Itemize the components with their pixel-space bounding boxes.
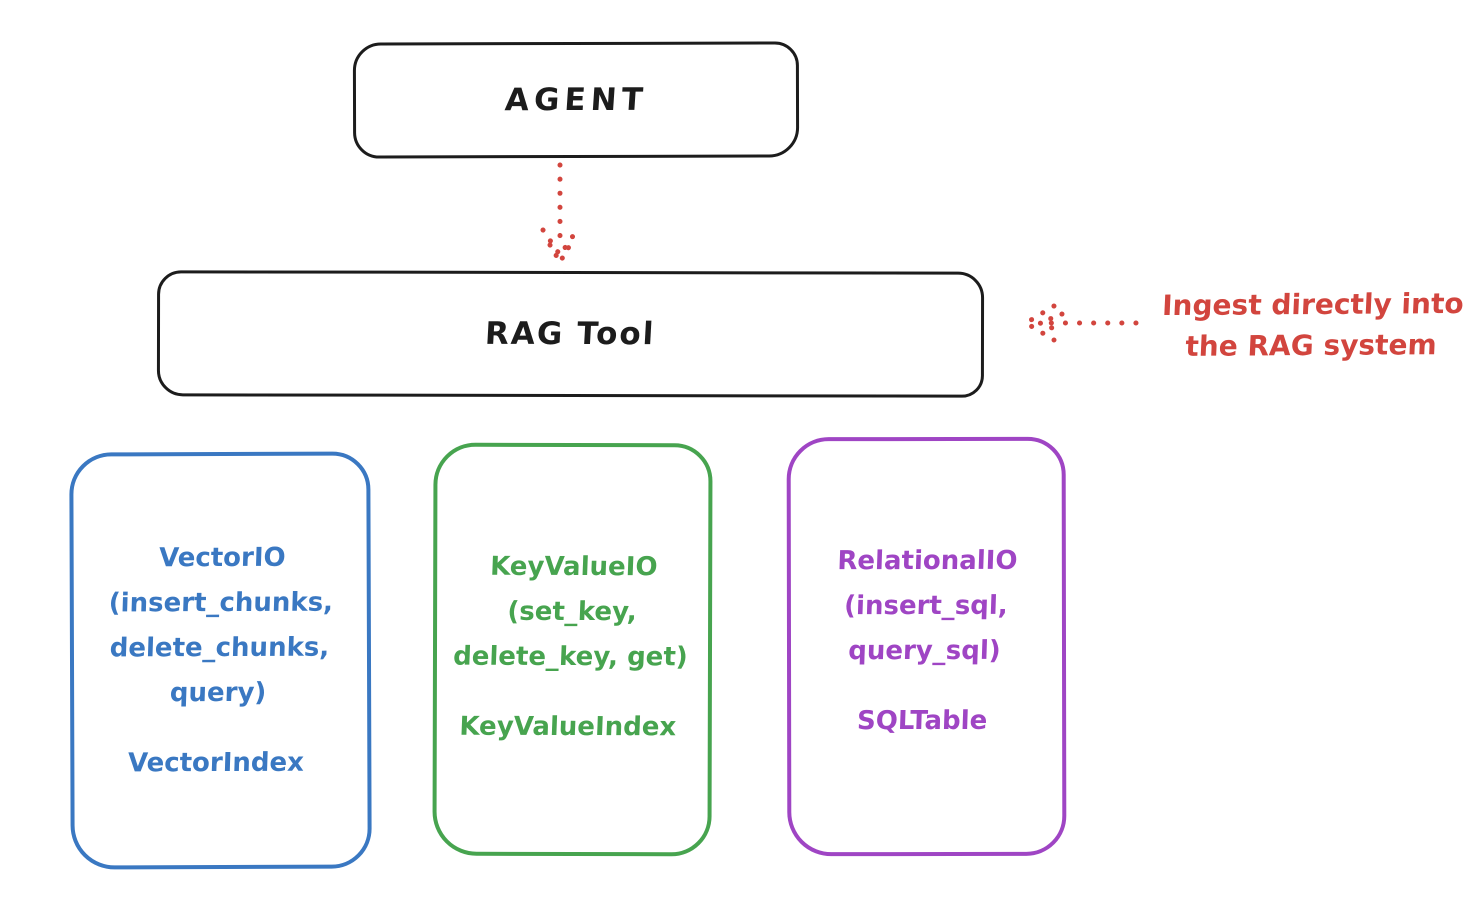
relationalio-line: RelationalIO [836, 545, 1018, 577]
keyvalueindex-label: KeyValueIndex [458, 711, 677, 743]
ingest-annotation: Ingest directly into the RAG system [1136, 283, 1484, 367]
vectorio-box: VectorIO (insert_chunks, delete_chunks, … [69, 451, 372, 870]
keyvalueio-line: (set_key, [506, 596, 638, 628]
left-arrow-icon [1023, 303, 1139, 343]
vectorio-text: VectorIO (insert_chunks, delete_chunks, … [69, 455, 372, 786]
vectorio-line: delete_chunks, [109, 632, 330, 664]
down-arrow-icon [540, 162, 580, 265]
relationalio-text: RelationalIO (insert_sql, query_sql) SQL… [786, 441, 1067, 744]
relationalio-box: RelationalIO (insert_sql, query_sql) SQL… [786, 436, 1067, 857]
keyvalueio-text: KeyValueIO (set_key, delete_key, get) Ke… [431, 447, 713, 751]
rag-tool-box: RAG Tool [156, 270, 985, 398]
relationalio-line: query_sql) [847, 635, 1002, 667]
agent-box: AGENT [352, 41, 800, 159]
vectorio-line: VectorIO [158, 542, 287, 574]
keyvalueio-line: KeyValueIO [489, 551, 659, 583]
agent-label: AGENT [503, 81, 649, 119]
vectorio-line: (insert_chunks, [108, 587, 334, 619]
rag-tool-label: RAG Tool [484, 315, 657, 353]
keyvalueio-line: delete_key, get) [452, 641, 689, 673]
relationalio-line: (insert_sql, [843, 590, 1009, 622]
sqltable-label: SQLTable [856, 705, 988, 737]
vectorio-line: query) [169, 677, 267, 709]
ingest-annotation-line2: the RAG system [1184, 328, 1438, 363]
vectorindex-label: VectorIndex [127, 747, 305, 779]
keyvalueio-box: KeyValueIO (set_key, delete_key, get) Ke… [431, 442, 713, 857]
ingest-annotation-line1: Ingest directly into [1161, 286, 1465, 323]
